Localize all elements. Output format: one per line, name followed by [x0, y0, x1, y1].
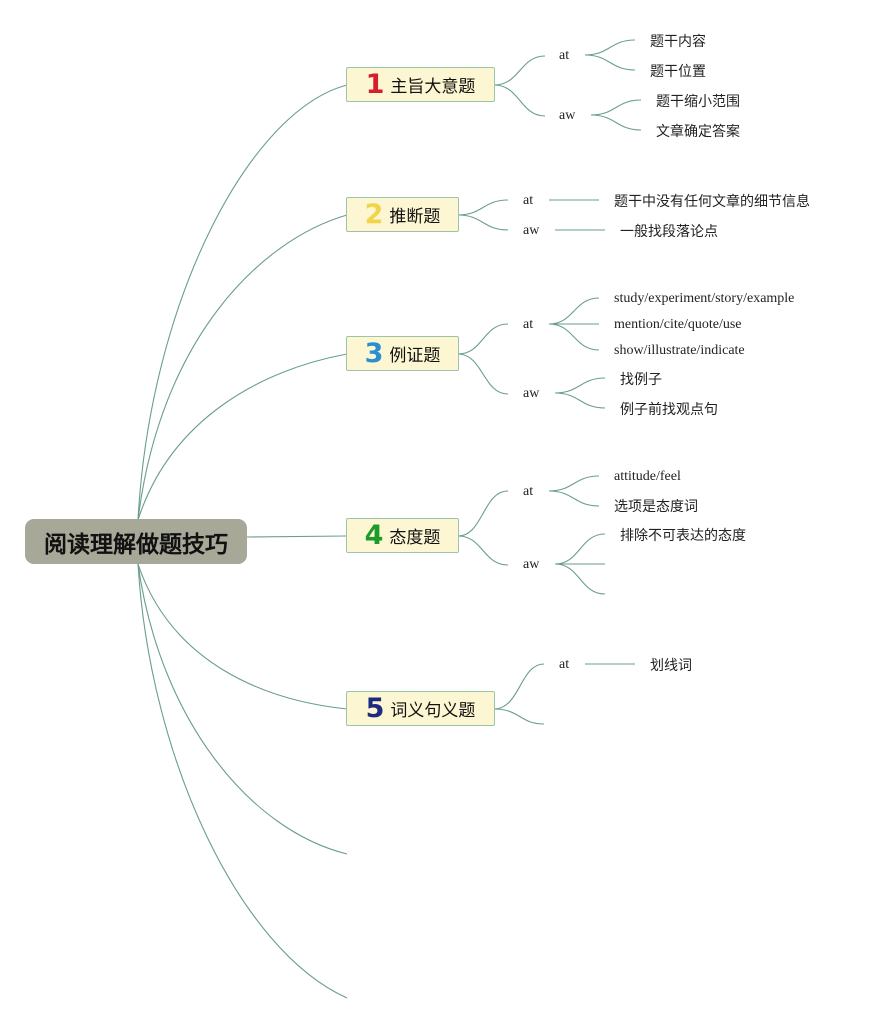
root-node[interactable]: 阅读理解做题技巧	[25, 519, 247, 564]
aw-node[interactable]: aw	[523, 557, 540, 572]
leaf-node[interactable]: 文章确定答案	[656, 124, 740, 140]
topic-title: 例证题	[389, 346, 441, 366]
at-node[interactable]: at	[559, 48, 570, 63]
connector-root-empty1	[137, 563, 348, 855]
topic-title: 推断题	[389, 207, 441, 227]
connector-root-topic3	[137, 353, 348, 521]
number-badge-2: 2	[364, 199, 384, 230]
connector-root-topic1	[137, 84, 348, 521]
connector-root-empty2	[137, 563, 348, 999]
aw-node[interactable]: aw	[523, 386, 540, 401]
number-badge-4: 4	[364, 520, 384, 551]
leaf-node[interactable]: 题干内容	[650, 34, 706, 50]
topic-title: 词义句义题	[390, 701, 476, 721]
topic-title: 态度题	[389, 528, 441, 548]
number-badge-5: 5	[365, 693, 385, 724]
at-node[interactable]: at	[559, 657, 570, 672]
leaf-node[interactable]: 例子前找观点句	[620, 402, 718, 418]
leaf-node[interactable]: 题干缩小范围	[656, 94, 740, 110]
leaf-node[interactable]: 题干位置	[650, 64, 706, 80]
connector-root-topic4	[246, 535, 348, 538]
leaf-node[interactable]: 找例子	[620, 372, 662, 388]
number-badge-1: 1	[365, 69, 385, 100]
leaf-node[interactable]: 题干中没有任何文章的细节信息	[614, 194, 810, 210]
leaf-node[interactable]: study/experiment/story/example	[614, 291, 795, 306]
connector-root-topic5	[137, 563, 348, 710]
connector-root-topic2	[137, 214, 348, 521]
leaf-node[interactable]: mention/cite/quote/use	[614, 317, 742, 332]
leaf-node[interactable]: show/illustrate/indicate	[614, 343, 745, 358]
aw-node[interactable]: aw	[559, 108, 576, 123]
at-node[interactable]: at	[523, 193, 534, 208]
leaf-node[interactable]: attitude/feel	[614, 469, 681, 484]
at-node[interactable]: at	[523, 317, 534, 332]
leaf-node[interactable]: 划线词	[650, 658, 692, 674]
number-badge-3: 3	[364, 338, 384, 369]
leaf-node[interactable]: 一般找段落论点	[620, 224, 718, 240]
leaf-node[interactable]: 排除不可表达的态度	[620, 528, 746, 544]
topic-title: 主旨大意题	[390, 77, 476, 97]
aw-node[interactable]: aw	[523, 223, 540, 238]
at-node[interactable]: at	[523, 484, 534, 499]
leaf-node[interactable]: 选项是态度词	[614, 499, 698, 515]
